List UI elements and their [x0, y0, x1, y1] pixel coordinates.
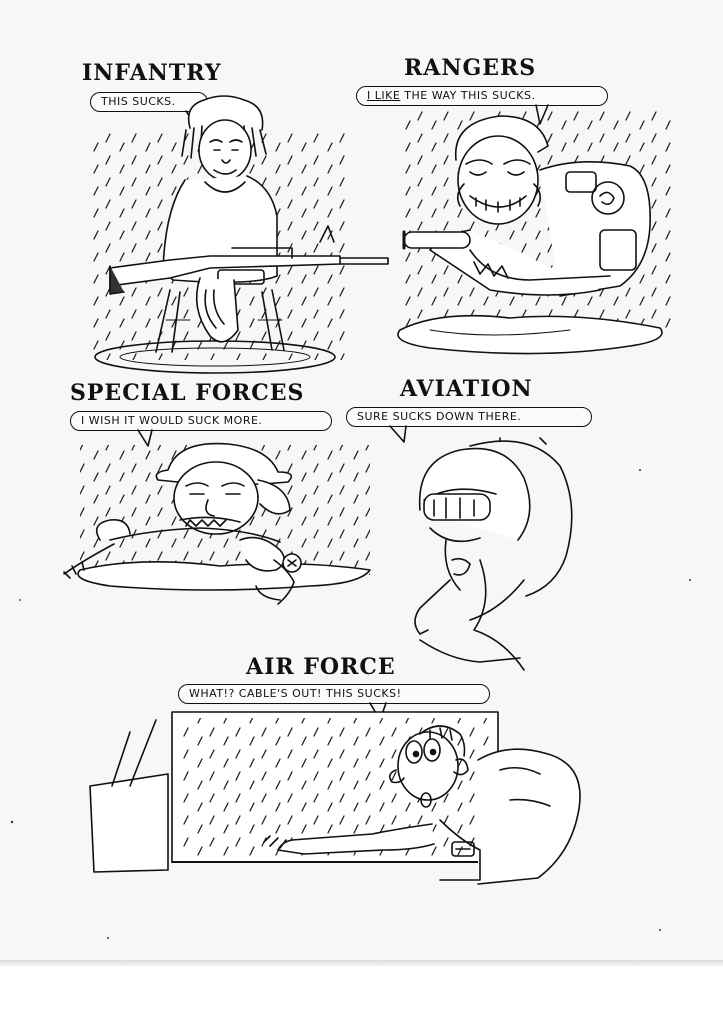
special-forces-puddle — [77, 561, 371, 591]
rangers-speech-underlined: I LIKE — [367, 89, 401, 102]
rangers-puddle — [397, 314, 663, 355]
rangers-title: RANGERS — [404, 55, 537, 81]
paper-specks — [10, 469, 691, 939]
special-forces-speech-bubble: I WISH IT WOULD SUCK MORE. — [70, 411, 332, 431]
aviation-pilot — [414, 437, 573, 671]
air-force-panel — [89, 711, 581, 885]
infantry-panel — [90, 95, 389, 374]
aviation-title: AVIATION — [400, 376, 533, 402]
special-forces-soldier — [63, 442, 302, 605]
infantry-speech-text: THIS SUCKS. — [101, 95, 176, 108]
rangers-speech-text: THE WAY THIS SUCKS. — [400, 89, 536, 102]
infantry-soldier — [109, 95, 389, 353]
special-forces-panel — [63, 442, 371, 605]
rangers-soldier — [402, 115, 651, 297]
aviation-speech-bubble: SURE SUCKS DOWN THERE. — [346, 407, 592, 427]
air-force-airman — [263, 725, 581, 885]
paper-edge — [0, 960, 723, 966]
special-forces-speech-text: I WISH IT WOULD SUCK MORE. — [81, 414, 263, 427]
rangers-panel — [397, 110, 675, 355]
air-force-title: AIR FORCE — [246, 654, 396, 680]
aviation-panel — [414, 437, 573, 671]
aviation-speech-text: SURE SUCKS DOWN THERE. — [357, 410, 522, 423]
infantry-puddle — [94, 340, 336, 374]
infantry-speech-bubble: THIS SUCKS. — [90, 92, 208, 112]
special-forces-title: SPECIAL FORCES — [70, 380, 305, 406]
air-force-speech-text: WHAT!? CABLE'S OUT! THIS SUCKS! — [189, 687, 402, 700]
air-force-speech-bubble: WHAT!? CABLE'S OUT! THIS SUCKS! — [178, 684, 490, 704]
infantry-title: INFANTRY — [82, 60, 222, 86]
rangers-speech-bubble: I LIKE THE WAY THIS SUCKS. — [356, 86, 608, 106]
